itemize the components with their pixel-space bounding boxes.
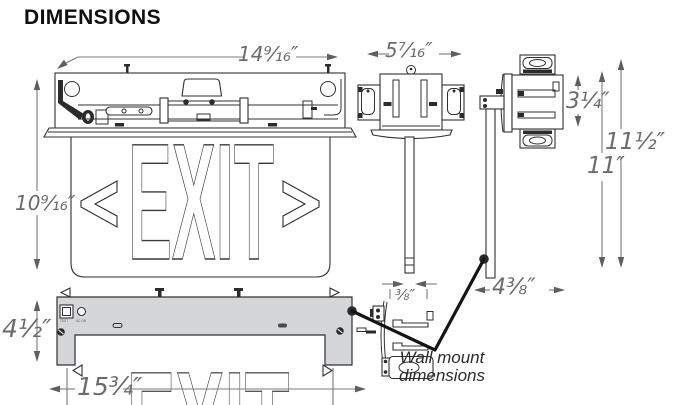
dim-unit-height-label: 11″ <box>587 153 625 179</box>
detail-canopy <box>388 355 434 380</box>
ceiling-trim-flange <box>370 129 453 140</box>
callout-line-1: Wall mount <box>399 348 485 367</box>
top-mount-ear <box>519 54 556 75</box>
dim-blade-thickness-label: ⅜″ <box>395 286 416 304</box>
wall-canopy <box>511 74 564 130</box>
rail-clamp-left <box>159 97 169 124</box>
wall-trim-flange <box>503 73 513 133</box>
wall-mount-detail <box>356 300 434 380</box>
dimension-lines <box>33 50 625 393</box>
front-left-latch <box>64 81 80 97</box>
dim-front-height-label: 10⁹⁄₁₆″ <box>15 191 76 215</box>
wall-side-view <box>479 54 564 279</box>
dim-bottom-width-label: 15¾″ <box>77 372 143 401</box>
dim-housing-height-label: 4½″ <box>2 314 52 343</box>
left-chevron-icon <box>80 180 118 228</box>
dim-front-width-label: 14⁹⁄₁₆″ <box>238 42 299 66</box>
front-view: EXIT <box>43 64 357 296</box>
callout-lines <box>350 257 486 352</box>
indicator-light <box>76 306 87 317</box>
junction-cover <box>181 78 223 97</box>
wall-blade <box>485 108 496 279</box>
exit-panel <box>70 136 331 278</box>
ceiling-side-view <box>357 65 465 274</box>
ceiling-blade <box>404 136 415 274</box>
front-right-latch <box>320 81 336 97</box>
surface-housing <box>56 296 353 366</box>
dim-side-width-label: 5⁷⁄₁₆″ <box>385 38 433 62</box>
detail-rail-1 <box>392 319 429 328</box>
bottom-view: TEST AC ON EXIT <box>56 287 357 405</box>
dim-wall-depth-label: 4⅜″ <box>492 275 536 300</box>
wall-mount-callout: Wall mount dimensions <box>386 349 498 385</box>
page-title: DIMENSIONS <box>24 6 162 29</box>
bottom-exit-text: EXIT <box>127 338 290 405</box>
rail-clamp-right <box>239 97 249 124</box>
test-label: TEST <box>60 319 68 323</box>
front-exit-text: EXIT <box>128 110 274 295</box>
ac-on-label: AC ON <box>76 319 87 323</box>
test-button[interactable] <box>59 304 74 319</box>
dim-overall-height-label: 11½″ <box>605 129 666 155</box>
dim-canopy-depth-label: 3¼″ <box>566 89 610 114</box>
right-chevron-icon <box>282 180 320 228</box>
callout-line-2: dimensions <box>399 366 485 385</box>
